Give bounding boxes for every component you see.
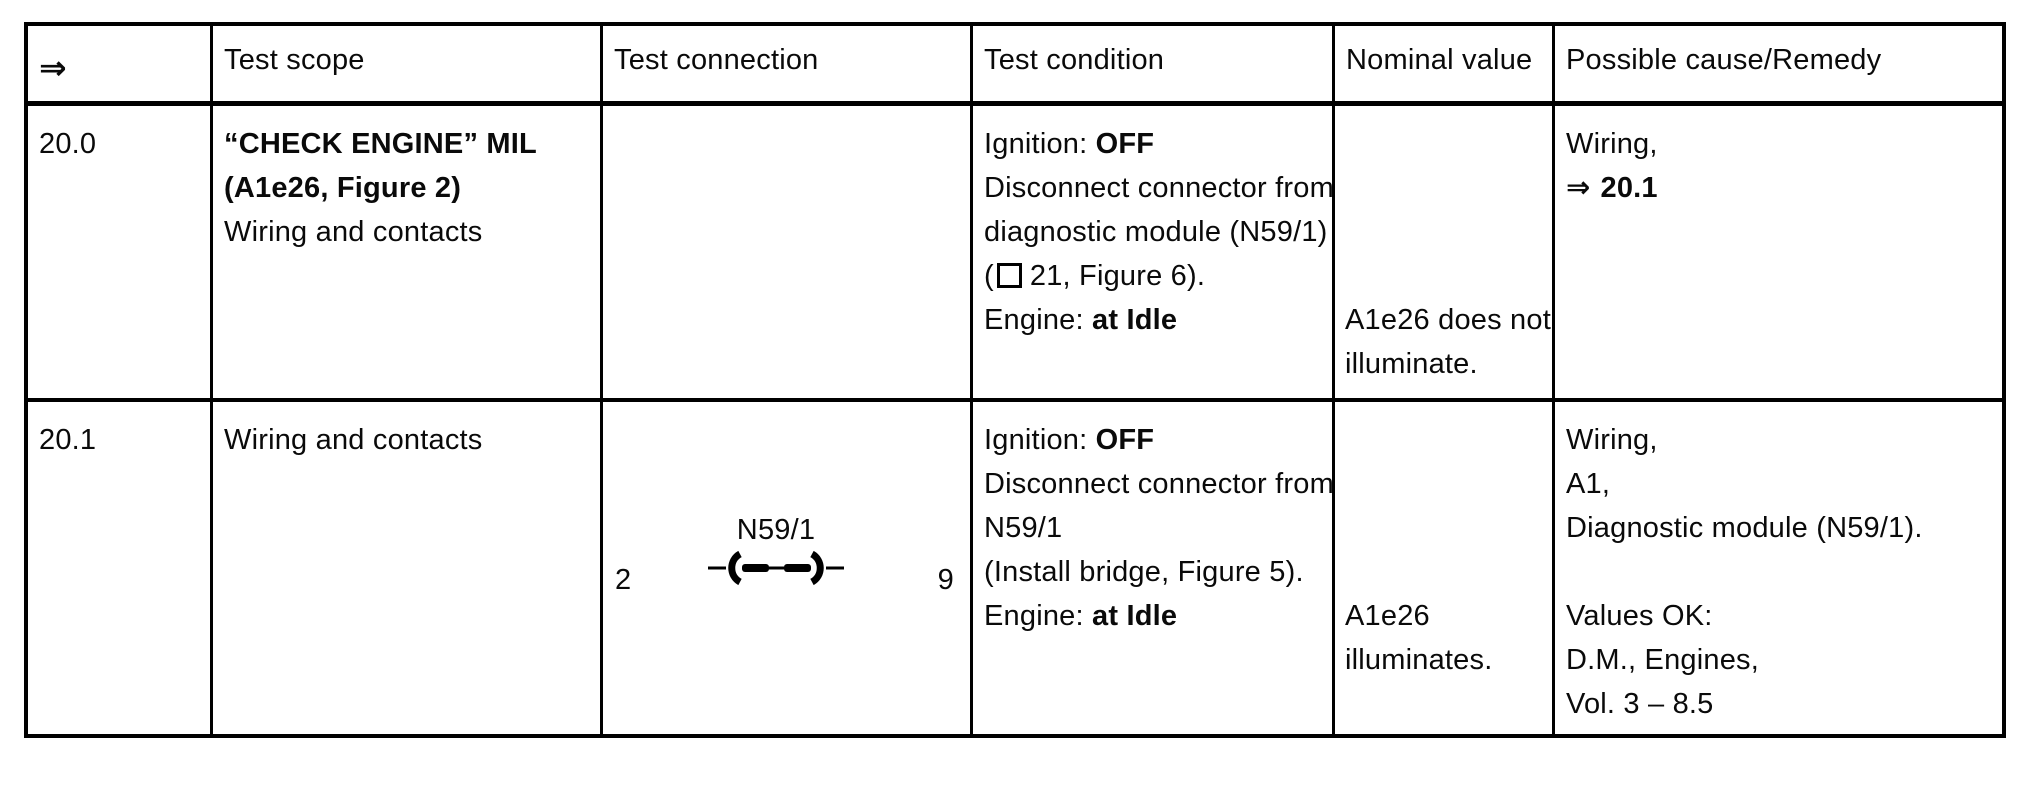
nominal-line: illuminates. [1345, 644, 1493, 676]
scope-title: “CHECK ENGINE” MIL [224, 128, 537, 160]
remedy-line: Wiring, [1566, 128, 1658, 160]
table-row-20-1-nominal-cell: A1e26 illuminates. [1335, 402, 1555, 734]
nominal-value-text: A1e26 does not illuminate. [1345, 298, 1551, 386]
step-number: 20.0 [39, 128, 97, 160]
table-row-20-1-condition-cell: Ignition: OFF Disconnect connector from … [973, 402, 1335, 734]
condition-label: Ignition: [984, 424, 1096, 456]
table-row-20-1-scope-cell: Wiring and contacts [213, 402, 603, 734]
remedy-blank-line [1566, 550, 1992, 594]
condition-value: OFF [1095, 424, 1155, 456]
column-header-test-scope: Test scope [213, 26, 603, 106]
remedy-line: D.M., Engines, [1566, 644, 1759, 676]
step-number: 20.1 [39, 424, 97, 456]
scope-subtitle: (A1e26, Figure 2) [224, 172, 462, 204]
scope-note: Wiring and contacts [224, 216, 483, 248]
nominal-value-text: A1e26 illuminates. [1345, 594, 1492, 682]
condition-figure-text: 21, Figure 6). [1029, 260, 1206, 292]
connector-socket-icon [996, 263, 1022, 288]
column-header-arrow: ⇒ [28, 26, 213, 106]
bridge-connector-icon [708, 550, 844, 586]
remedy-line: Wiring, [1566, 424, 1658, 456]
table-row-20-1-step-cell: 20.1 [28, 402, 213, 734]
condition-ignition-line: Ignition: OFF [984, 122, 1322, 166]
double-arrow-icon: ⇒ [39, 49, 67, 86]
column-header-label: Nominal value [1346, 44, 1533, 76]
remedy-reference-line: ⇒ 20.1 [1566, 166, 1992, 210]
column-header-label: Test connection [614, 44, 819, 76]
condition-engine-line: Engine: at Idle [984, 594, 1322, 638]
condition-value: OFF [1095, 128, 1155, 160]
remedy-line: Diagnostic module (N59/1). [1566, 512, 1923, 544]
column-header-test-connection: Test connection [603, 26, 973, 106]
column-header-possible-cause-remedy: Possible cause/Remedy [1555, 26, 2002, 106]
condition-value: at Idle [1092, 304, 1178, 336]
condition-ignition-line: Ignition: OFF [984, 418, 1322, 462]
table-row-20-1-remedy-cell: Wiring, A1, Diagnostic module (N59/1). V… [1555, 402, 2002, 734]
table-row-20-0-condition-cell: Ignition: OFF Disconnect connector from … [973, 106, 1335, 402]
condition-engine-line: Engine: at Idle [984, 298, 1322, 342]
table-row-20-0-scope-cell: “CHECK ENGINE” MIL (A1e26, Figure 2) Wir… [213, 106, 603, 402]
diagnostic-test-table: ⇒ Test scope Test connection Test condit… [24, 22, 2006, 738]
column-header-nominal-value: Nominal value [1335, 26, 1555, 106]
table-row-20-0-remedy-cell: Wiring, ⇒ 20.1 [1555, 106, 2002, 402]
condition-label: Ignition: [984, 128, 1096, 160]
nominal-line: illuminate. [1345, 348, 1478, 380]
connection-pin-left: 2 [615, 564, 632, 596]
remedy-line: Vol. 3 – 8.5 [1566, 688, 1714, 720]
condition-text-line: Disconnect connector from [984, 172, 1334, 204]
table-row-20-0-step-cell: 20.0 [28, 106, 213, 402]
nominal-line: A1e26 [1345, 600, 1430, 632]
condition-text-line: (Install bridge, Figure 5). [984, 556, 1304, 588]
bridge-connection-diagram: N59/1 [701, 510, 851, 599]
remedy-line: A1, [1566, 468, 1611, 500]
condition-paren: ( [984, 260, 994, 292]
table-row-20-0-connection-cell [603, 106, 973, 402]
condition-label: Engine: [984, 304, 1093, 336]
remedy-line: Values OK: [1566, 600, 1713, 632]
scope-note: Wiring and contacts [224, 424, 483, 456]
remedy-reference-step: 20.1 [1600, 172, 1658, 204]
condition-text-line: diagnostic module (N59/1) [984, 216, 1328, 248]
column-header-test-condition: Test condition [973, 26, 1335, 106]
column-header-label: Test condition [984, 44, 1165, 76]
double-arrow-icon: ⇒ [1566, 172, 1591, 204]
condition-value: at Idle [1092, 600, 1178, 632]
connection-pin-right: 9 [937, 564, 954, 596]
column-header-label: Test scope [224, 44, 365, 76]
column-header-label: Possible cause/Remedy [1566, 44, 1882, 76]
nominal-line: A1e26 does not [1345, 304, 1551, 336]
condition-text-line: Disconnect connector from [984, 468, 1334, 500]
table-row-20-0-nominal-cell: A1e26 does not illuminate. [1335, 106, 1555, 402]
condition-figure-line: (21, Figure 6). [984, 254, 1322, 298]
condition-text-line: N59/1 [984, 512, 1063, 544]
table-row-20-1-connection-cell: 2 N59/1 9 [603, 402, 973, 734]
condition-label: Engine: [984, 600, 1093, 632]
module-label: N59/1 [736, 514, 816, 546]
